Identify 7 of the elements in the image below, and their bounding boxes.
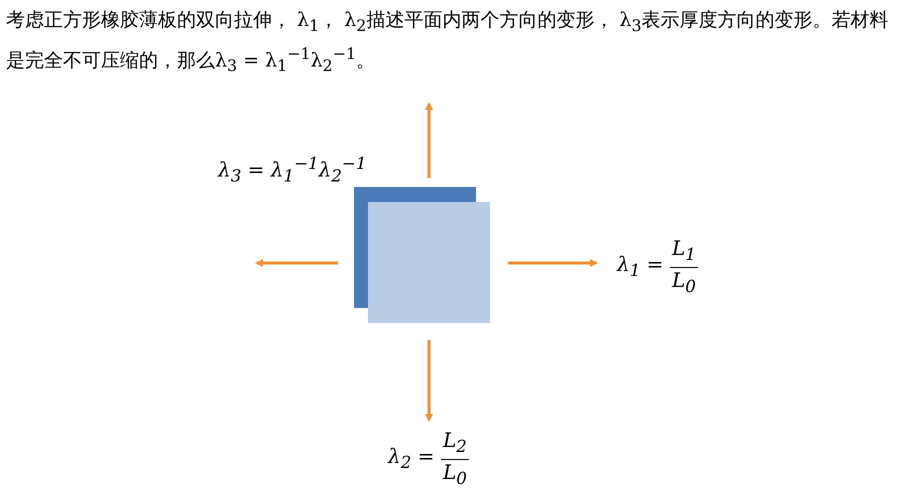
denominator: L$_{0}$ bbox=[443, 460, 467, 490]
formula-label: λ$_{1}$ = bbox=[617, 252, 664, 280]
denominator: L$_{0}$ bbox=[672, 268, 696, 298]
description-text: 考虑正方形橡胶薄板的双向拉伸， λ$_{1}$， λ$_{2}$描述平面内两个方向的变形， λ$_{3}$表示厚度方向的变形。若材料是完全不可压缩的，那么λ$_{3}$ = λ$_{1}$$^{−1}$λ$_{2}$$^{−1}$。 bbox=[6, 8, 890, 77]
numerator: L$_{1}$ bbox=[670, 236, 698, 268]
formula-label: λ$_{2}$ = bbox=[388, 444, 434, 472]
numerator: L$_{2}$ bbox=[441, 428, 469, 460]
